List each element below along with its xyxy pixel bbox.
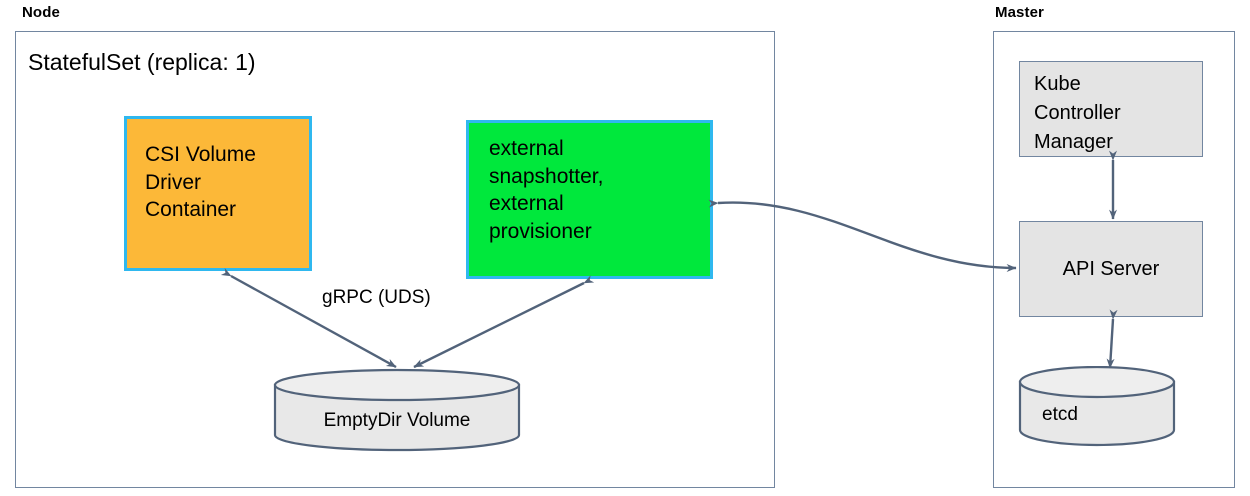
box-external-snapshotter-provisioner-label: external snapshotter, external provision… [489, 137, 604, 244]
cylinder-emptydir-volume[interactable]: EmptyDir Volume [273, 368, 521, 452]
box-csi-volume-driver-container[interactable]: CSI Volume Driver Container [124, 116, 312, 271]
box-external-snapshotter-provisioner[interactable]: external snapshotter, external provision… [466, 120, 713, 279]
group-label-master: Master [995, 4, 1044, 21]
group-label-node: Node [22, 4, 60, 21]
cylinder-etcd-label: etcd [1042, 404, 1078, 425]
statefulset-title: StatefulSet (replica: 1) [28, 49, 256, 75]
edge-label-grpc-uds: gRPC (UDS) [322, 287, 431, 308]
box-kube-controller-manager-label: Kube Controller Manager [1034, 73, 1121, 153]
cylinder-etcd[interactable]: etcd [1018, 366, 1176, 448]
box-api-server[interactable]: API Server [1019, 221, 1203, 317]
cylinder-emptydir-volume-label: EmptyDir Volume [323, 410, 471, 431]
box-api-server-label: API Server [1062, 257, 1160, 280]
box-csi-volume-driver-container-label: CSI Volume Driver Container [145, 143, 256, 222]
box-kube-controller-manager[interactable]: Kube Controller Manager [1019, 61, 1203, 157]
